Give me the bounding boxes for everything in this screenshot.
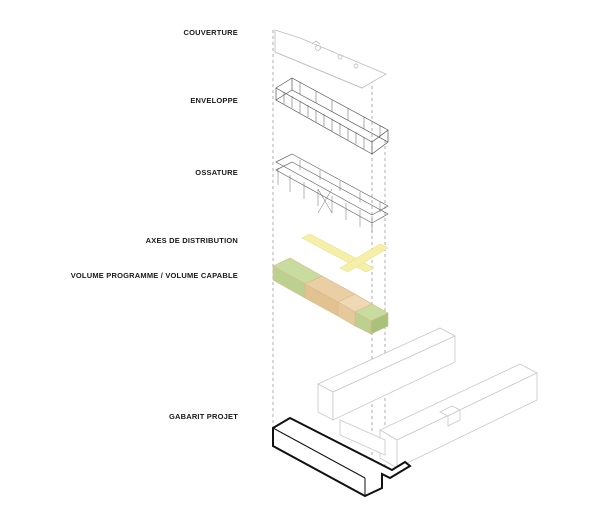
label-couverture: COUVERTURE bbox=[183, 28, 238, 37]
axes-de-distribution bbox=[301, 233, 389, 273]
context-buildings bbox=[317, 327, 538, 469]
gabarit-projet-outline bbox=[272, 416, 412, 498]
couverture-roof bbox=[274, 29, 387, 89]
label-volume-programme: VOLUME PROGRAMME / VOLUME CAPABLE bbox=[70, 271, 238, 280]
ossature-structure bbox=[275, 153, 389, 232]
label-axes-de-distribution: AXES DE DISTRIBUTION bbox=[145, 236, 238, 245]
label-gabarit-projet: GABARIT PROJET bbox=[168, 412, 238, 421]
label-ossature: OSSATURE bbox=[195, 168, 238, 177]
volume-programme bbox=[272, 257, 389, 335]
label-enveloppe: ENVELOPPE bbox=[190, 96, 238, 105]
enveloppe-frame bbox=[275, 77, 389, 155]
